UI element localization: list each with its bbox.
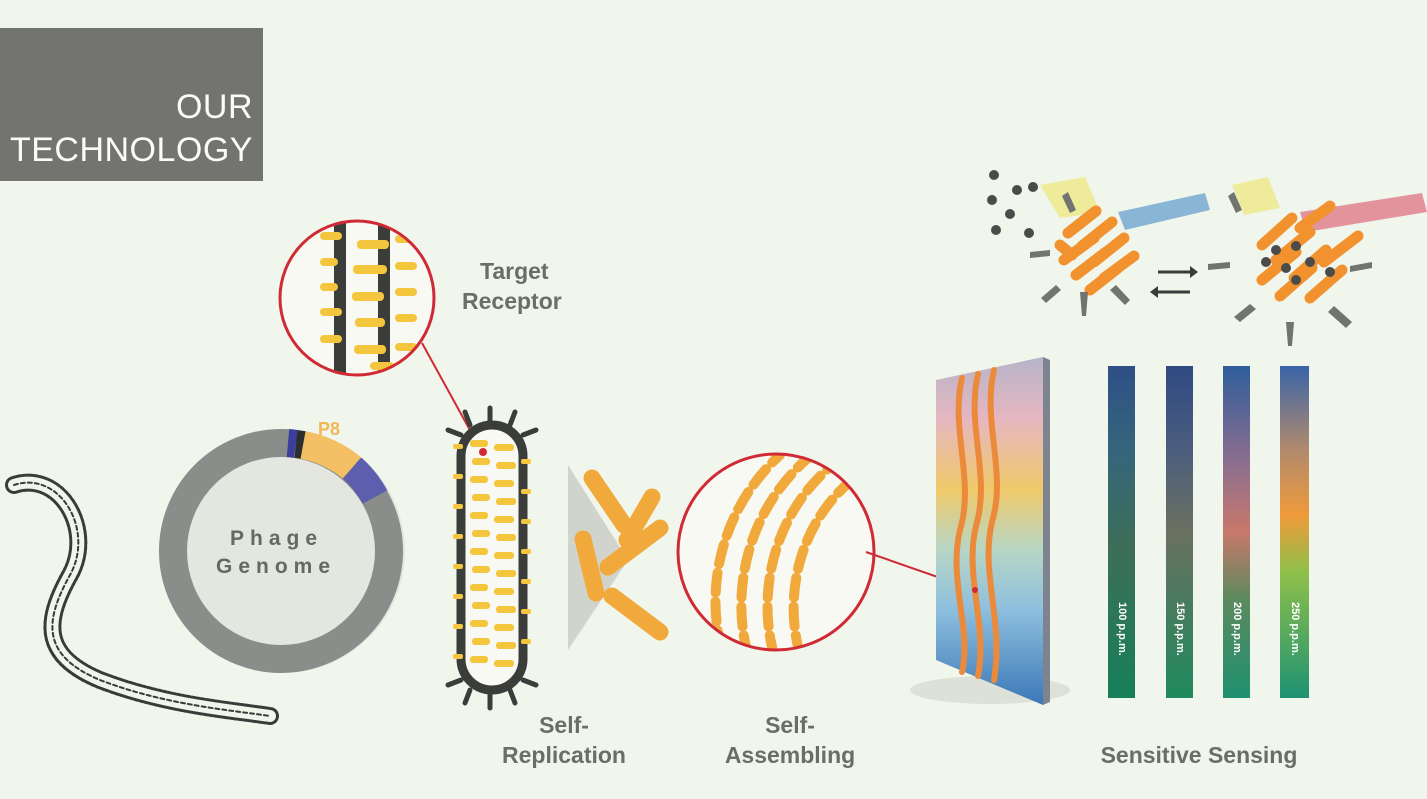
- target-receptor-line1: Target: [480, 258, 549, 284]
- phage-rods: [574, 469, 669, 641]
- self-assembling-label: Self- Assembling: [712, 710, 868, 770]
- title-box: OUR TECHNOLOGY: [0, 28, 263, 181]
- sensor-strips: [1108, 366, 1309, 698]
- title-line-2: TECHNOLOGY: [9, 131, 253, 169]
- target-receptor-line2: Receptor: [462, 288, 562, 314]
- strip-label-200: 200 p.p.m.: [1231, 602, 1243, 656]
- phage-genome-line1: Phage: [230, 527, 324, 550]
- strip-250: [1280, 366, 1309, 698]
- strip-label-150: 150 p.p.m.: [1174, 602, 1186, 656]
- phage-capsule: [445, 405, 628, 711]
- self-replication-line1: Self-: [539, 712, 589, 738]
- strip-150: [1166, 366, 1193, 698]
- self-assembling-line1: Self-: [765, 712, 815, 738]
- self-replication-line2: Replication: [502, 742, 626, 768]
- strip-label-100: 100 p.p.m.: [1116, 602, 1128, 656]
- assembly-zoom-circle: [676, 452, 976, 652]
- strip-200: [1223, 366, 1250, 698]
- binding-illustration: [987, 170, 1427, 346]
- self-replication-label: Self- Replication: [492, 710, 636, 770]
- sensitive-sensing-label: Sensitive Sensing: [1100, 742, 1298, 768]
- phage-genome-ring: [159, 429, 405, 673]
- title-line-1: OUR: [175, 88, 253, 126]
- strip-100: [1108, 366, 1135, 698]
- phage-genome-line2: Genome: [216, 555, 337, 578]
- receptor-zoom-circle: [278, 219, 483, 453]
- phage-filament: [5, 473, 279, 725]
- strip-label-250: 250 p.p.m.: [1289, 602, 1301, 656]
- target-receptor-label: Target Receptor: [462, 256, 562, 316]
- p8-label: P8: [318, 419, 341, 439]
- self-assembling-line2: Assembling: [724, 742, 856, 768]
- color-film: [910, 357, 1070, 705]
